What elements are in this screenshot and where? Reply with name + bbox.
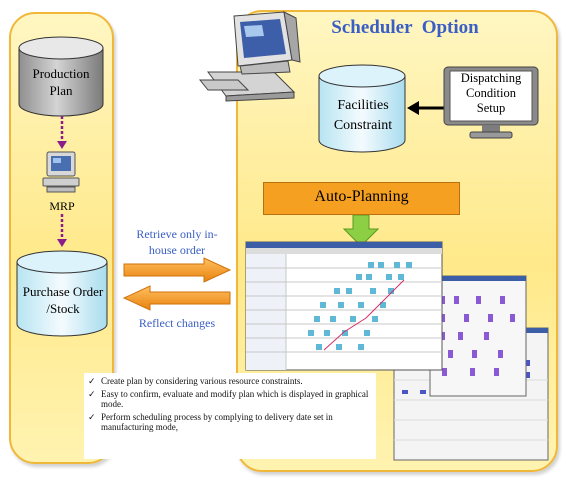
flow-arrow-2 [57, 214, 67, 247]
auto-planning-label: Auto-Planning [314, 188, 409, 205]
computer-icon [198, 11, 301, 102]
mrp-label: MRP [49, 199, 75, 213]
dispatching-label: Dispatching Condition Setup [460, 71, 522, 115]
facilities-constraint-cylinder-icon [318, 64, 406, 153]
flow-arrow-1 [57, 116, 67, 149]
purchase-order-cylinder-icon [16, 250, 108, 337]
scheduler-option-title: Scheduler Option [331, 17, 479, 38]
bullet-item: ✓Easy to confirm, evaluate and modify pl… [88, 388, 369, 410]
monitor-icon [443, 66, 539, 139]
purchase-order-label: Purchase Order /Stock [22, 284, 104, 316]
facilities-constraint-label: Facilities Constraint [333, 98, 393, 133]
checkmark-icon: ✓ [88, 411, 96, 422]
checkmark-icon: ✓ [88, 388, 96, 399]
checkmark-icon: ✓ [88, 376, 96, 386]
auto-planning-box [263, 182, 460, 215]
feature-bullet-list: ✓Create plan by considering various reso… [84, 373, 376, 459]
retrieve-label: Retrieve only in-house order [136, 227, 218, 257]
production-plan-cylinder-icon [18, 36, 104, 117]
schedule-screenshots [245, 241, 549, 461]
retrieve-arrow [123, 257, 232, 283]
auto-planning-arrow [343, 215, 379, 247]
bullet-item: ✓Create plan by considering various reso… [88, 376, 303, 386]
computer-icon [42, 151, 80, 193]
dispatching-arrow [407, 101, 447, 115]
reflect-arrow [122, 285, 231, 311]
production-plan-label: Production Plan [32, 66, 90, 98]
bullet-item: ✓Perform scheduling process by complying… [88, 411, 333, 433]
reflect-label: Reflect changes [138, 316, 216, 330]
